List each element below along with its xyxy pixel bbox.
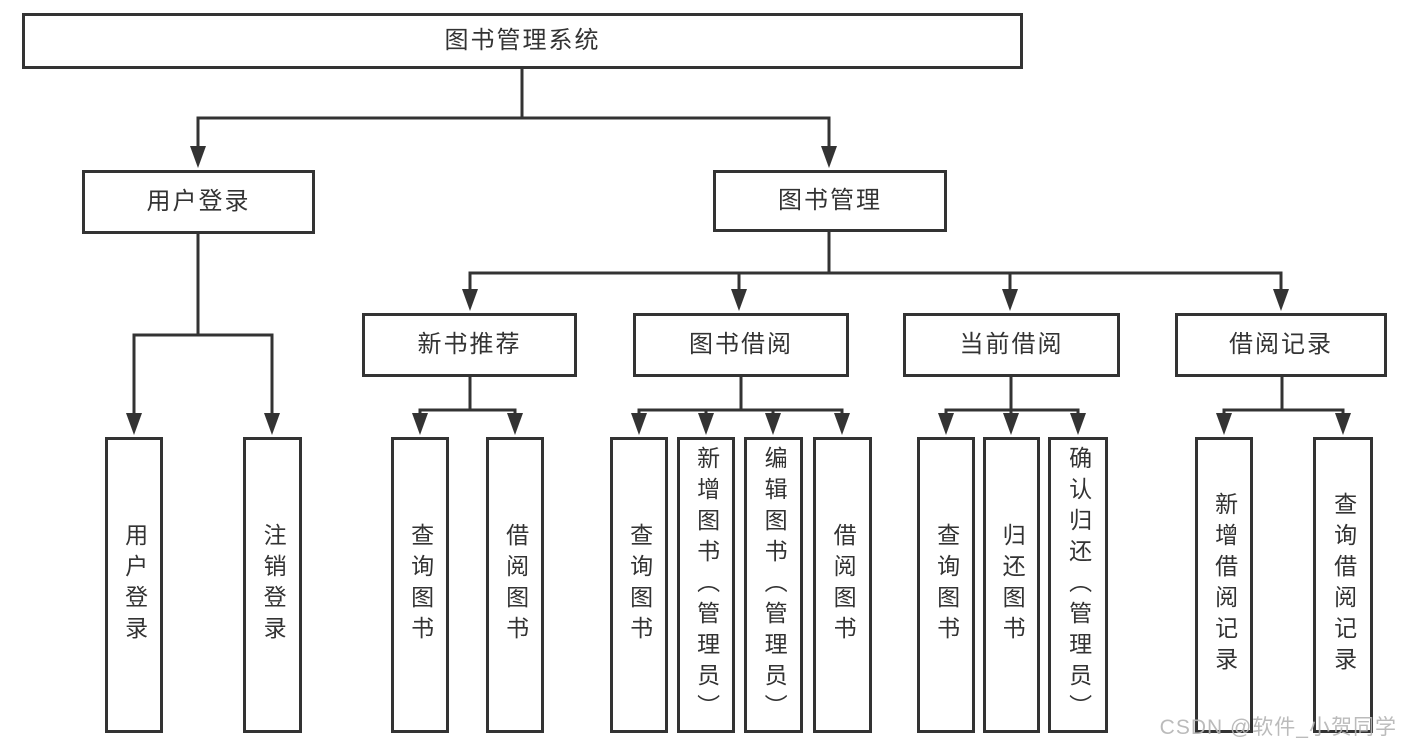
arrowhead-icon xyxy=(1003,413,1019,435)
node-leaf-borrow-books-1: 借阅图书 xyxy=(486,437,544,733)
node-borrowing-records: 借阅记录 xyxy=(1175,313,1387,377)
node-leaf-logout: 注销登录 xyxy=(243,437,302,733)
node-book-management: 图书管理 xyxy=(713,170,947,232)
arrowhead-icon xyxy=(507,413,523,435)
arrowhead-icon xyxy=(631,413,647,435)
node-book-borrowing: 图书借阅 xyxy=(633,313,849,377)
arrowhead-icon xyxy=(1216,413,1232,435)
node-current-borrowing: 当前借阅 xyxy=(903,313,1120,377)
arrowhead-icon xyxy=(834,413,850,435)
arrowhead-icon xyxy=(698,413,714,435)
node-leaf-query-books-1: 查询图书 xyxy=(391,437,449,733)
node-leaf-query-books-3: 查询图书 xyxy=(917,437,975,733)
arrowhead-icon xyxy=(264,413,280,435)
arrowhead-icon xyxy=(1002,289,1018,311)
arrowhead-icon xyxy=(765,413,781,435)
arrowhead-icon xyxy=(821,146,837,168)
arrowhead-icon xyxy=(1273,289,1289,311)
node-root: 图书管理系统 xyxy=(22,13,1023,69)
node-leaf-borrow-books-2: 借阅图书 xyxy=(813,437,872,733)
node-leaf-confirm-return: 确认归还（管理员） xyxy=(1048,437,1108,733)
arrowhead-icon xyxy=(190,146,206,168)
arrowhead-icon xyxy=(462,289,478,311)
node-leaf-edit-books: 编辑图书（管理员） xyxy=(744,437,803,733)
arrowhead-icon xyxy=(1335,413,1351,435)
node-new-book-recommend: 新书推荐 xyxy=(362,313,577,377)
node-leaf-user-login: 用户登录 xyxy=(105,437,163,733)
node-leaf-query-books-2: 查询图书 xyxy=(610,437,668,733)
node-leaf-return-books: 归还图书 xyxy=(983,437,1040,733)
arrowhead-icon xyxy=(731,289,747,311)
node-user-login: 用户登录 xyxy=(82,170,315,234)
node-leaf-add-borrow-record: 新增借阅记录 xyxy=(1195,437,1253,733)
arrowhead-icon xyxy=(126,413,142,435)
arrowhead-icon xyxy=(1070,413,1086,435)
arrowhead-icon xyxy=(412,413,428,435)
node-leaf-query-borrow-record: 查询借阅记录 xyxy=(1313,437,1373,733)
node-leaf-add-books: 新增图书（管理员） xyxy=(677,437,735,733)
arrowhead-icon xyxy=(938,413,954,435)
